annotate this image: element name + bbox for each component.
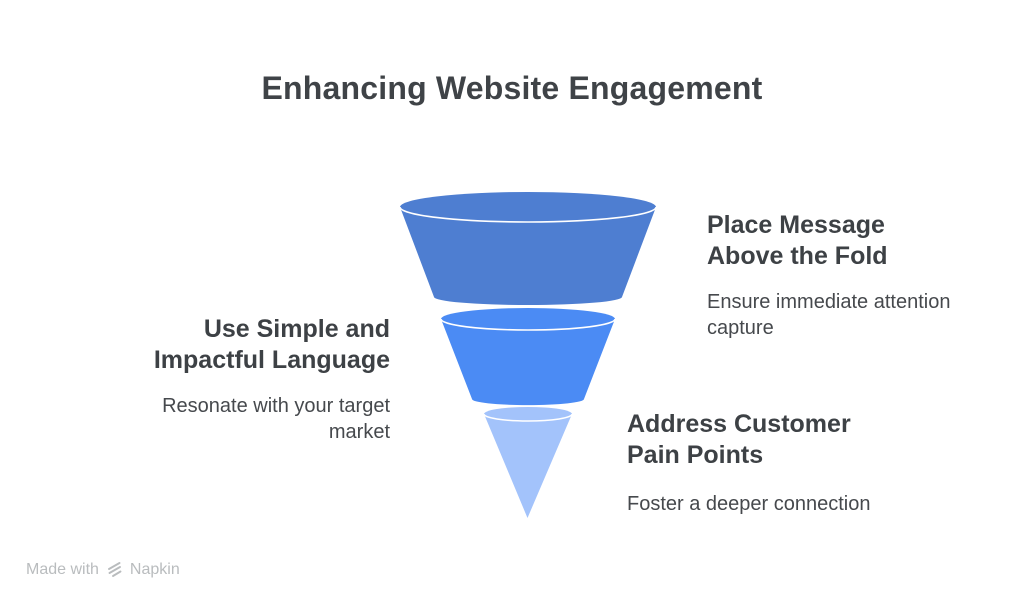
funnel-stage-top-body	[400, 207, 656, 305]
diagram-title: Enhancing Website Engagement	[261, 70, 763, 106]
callout-place-message: Place Message Above the Fold Ensure imme…	[707, 210, 987, 341]
watermark: Made with Napkin	[26, 561, 180, 579]
watermark-brand: Napkin	[129, 561, 180, 578]
callout-heading: Place Message Above the Fold	[707, 211, 888, 270]
callout-heading: Use Simple and Impactful Language	[153, 315, 390, 374]
funnel-stage-bottom-body	[484, 414, 572, 518]
callout-description: Ensure immediate attention capture	[707, 291, 951, 339]
callout-description: Foster a deeper connection	[627, 493, 871, 515]
callout-simple-language: Use Simple and Impactful Language Resona…	[90, 314, 390, 445]
callout-heading: Address Customer Pain Points	[627, 410, 851, 469]
funnel-stage-middle-dome	[441, 308, 615, 330]
funnel-stage-top-dome	[400, 192, 656, 222]
funnel-stage-middle-rim	[440, 318, 616, 331]
callout-pain-points: Address Customer Pain Points Foster a de…	[627, 409, 907, 517]
napkin-logo-icon	[106, 562, 123, 578]
funnel-stage-bottom	[483, 407, 573, 518]
funnel-diagram	[399, 192, 657, 518]
funnel-stage-top-rim	[399, 206, 657, 223]
funnel-stage-middle-body	[441, 319, 615, 406]
funnel-stage-middle	[440, 308, 616, 406]
funnel-stage-top	[399, 192, 657, 305]
funnel-stage-bottom-dome	[484, 407, 572, 421]
funnel-stage-bottom-rim	[483, 413, 573, 422]
callout-description: Resonate with your target market	[162, 395, 390, 443]
watermark-prefix: Made with	[26, 561, 99, 578]
